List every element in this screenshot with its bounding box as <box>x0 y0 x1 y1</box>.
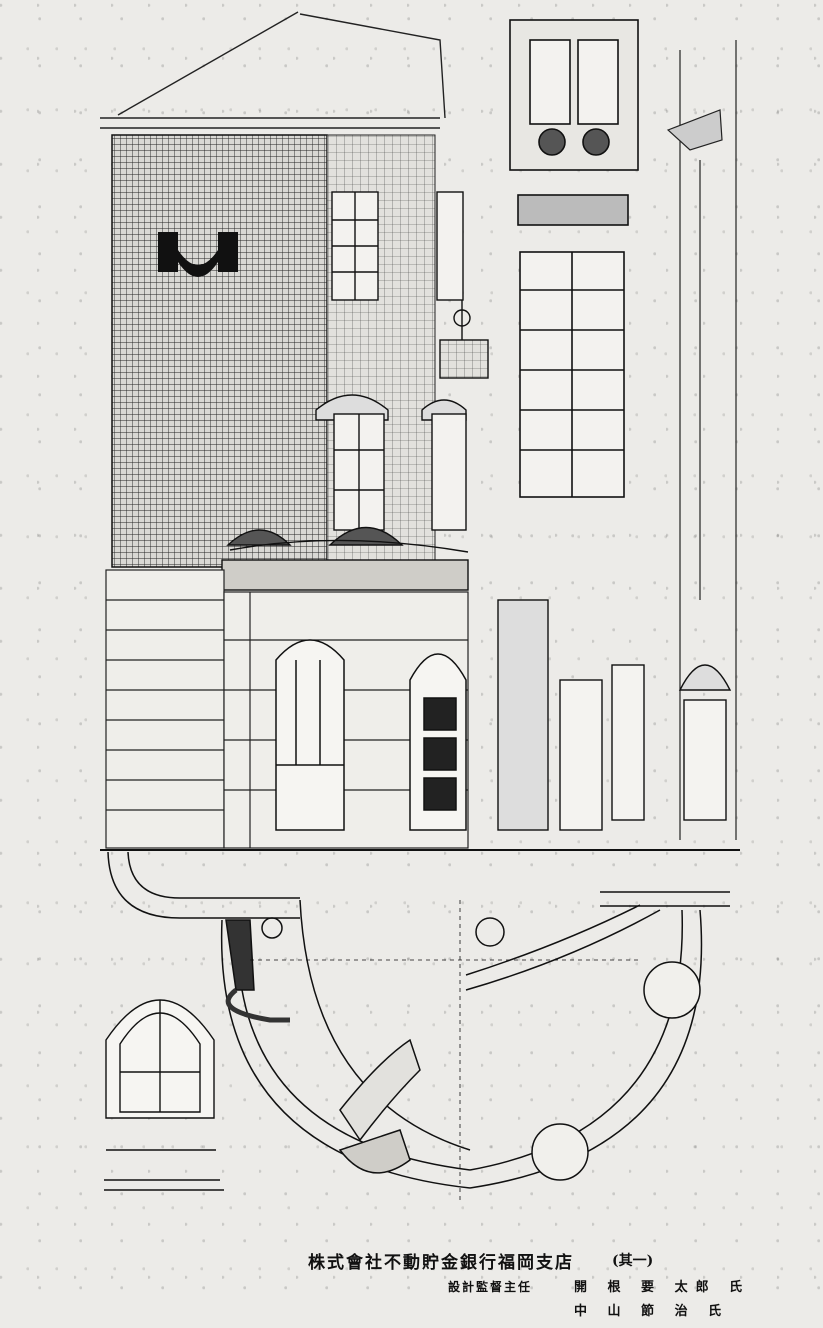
caption-role-label: 設計監督主任 <box>448 1280 533 1294</box>
section-edge-lines <box>666 40 737 840</box>
upper-window <box>331 191 464 301</box>
drawing-caption: 株式會社不動貯金銀行福岡支店 (其一) 設計監督主任 開 根 要 太郎 氏 中 … <box>0 1240 823 1328</box>
window-detail <box>104 999 224 1191</box>
ground-arched-window <box>275 639 345 831</box>
hanging-lantern <box>439 300 489 379</box>
rusticated-base <box>105 569 469 849</box>
tower-upper-right <box>509 19 639 498</box>
architectural-drawing <box>100 11 740 1200</box>
caption-designer-1: 開 根 要 太郎 氏 <box>574 1280 751 1295</box>
roof-outline <box>100 11 446 129</box>
caption-title: 株式會社不動貯金銀行福岡支店 <box>308 1253 574 1273</box>
tiled-facade-left <box>111 134 328 568</box>
caption-sheet-number: (其一) <box>612 1253 654 1269</box>
wall-ornament <box>158 232 238 277</box>
entrance-door <box>409 653 467 831</box>
cornice <box>221 526 469 591</box>
caption-designer-2: 中 山 節 治 氏 <box>574 1304 730 1319</box>
floor-plan <box>107 851 730 1200</box>
arched-window-hoods <box>315 394 467 531</box>
lower-right-openings <box>497 599 732 831</box>
